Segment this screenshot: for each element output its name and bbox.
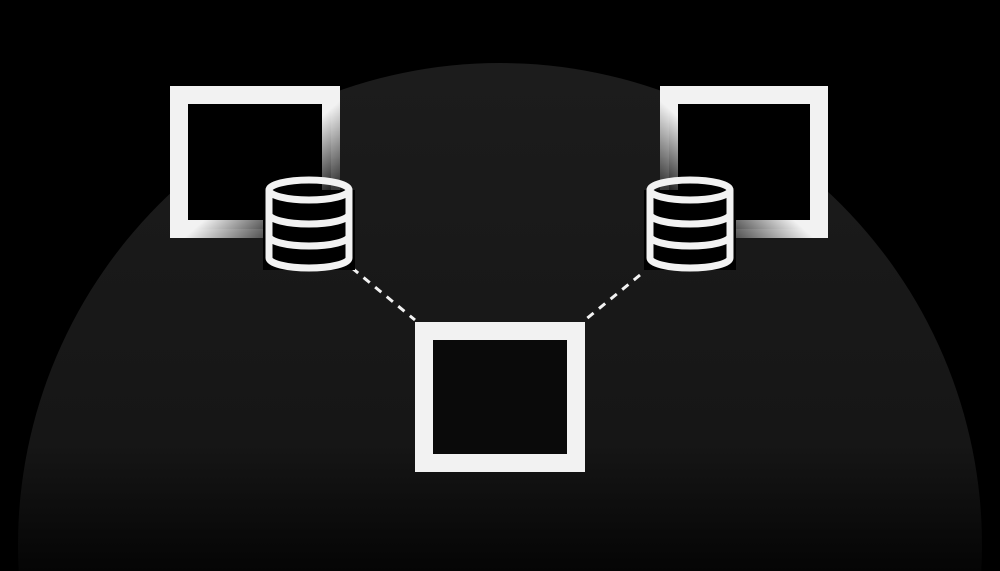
- square-icon: [415, 322, 585, 472]
- database-icon: [263, 180, 355, 270]
- database-icon: [644, 180, 736, 270]
- dashed-connector-right: [584, 273, 641, 322]
